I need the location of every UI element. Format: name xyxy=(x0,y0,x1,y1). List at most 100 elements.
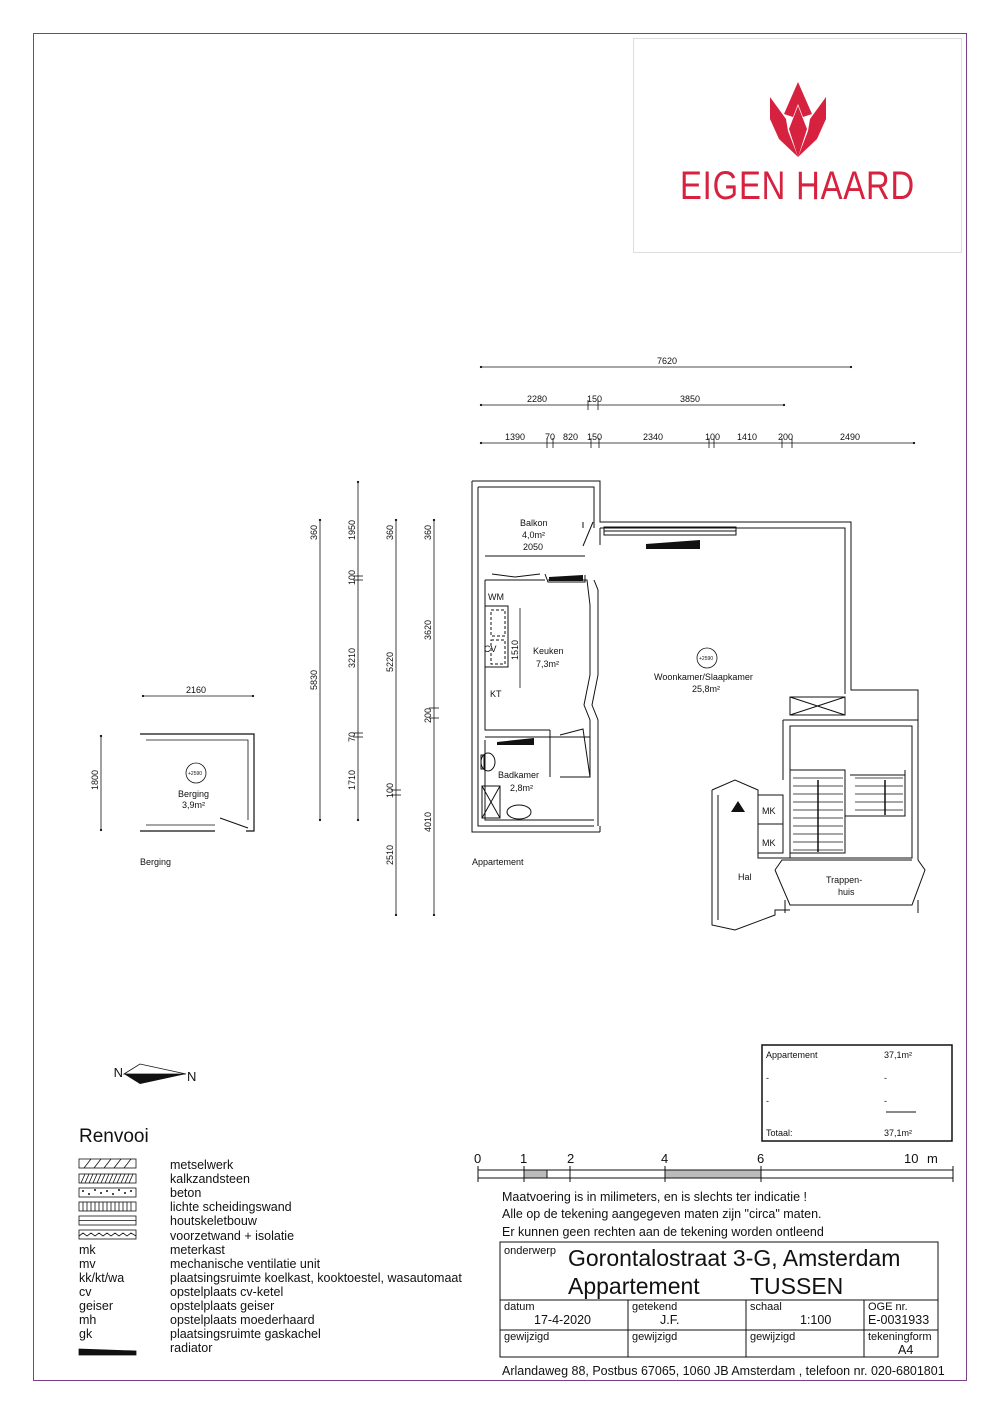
dim-70a: 70 xyxy=(347,732,357,742)
left-dimension-labels: 5830 360 1950 100 3210 70 1710 360 5220 … xyxy=(309,520,433,865)
drawing-sheet-border xyxy=(33,33,967,1381)
scale-2: 2 xyxy=(567,1151,574,1166)
label-cv: CV xyxy=(484,644,497,654)
project-variant: TUSSEN xyxy=(750,1273,844,1299)
datum-label: datum xyxy=(504,1301,535,1313)
dim-820: 820 xyxy=(563,432,578,442)
tekeningform-label: tekeningform xyxy=(868,1331,932,1343)
berging-plan xyxy=(99,694,255,832)
legend-description: voorzetwand + isolatie xyxy=(170,1228,295,1243)
tekeningform-value: A4 xyxy=(898,1343,914,1357)
oge-value: E-0031933 xyxy=(868,1313,930,1327)
label-mk-1: MK xyxy=(762,806,776,816)
brand-logo-box: EIGEN HAARD xyxy=(633,38,962,253)
legend-description: beton xyxy=(170,1186,202,1201)
area-row-3-label: - xyxy=(766,1096,769,1106)
apartment-walls xyxy=(471,480,926,931)
legend-description: meterkast xyxy=(170,1242,225,1257)
legend-description: houtskeletbouw xyxy=(170,1214,257,1229)
dim-2050: 2050 xyxy=(523,542,543,552)
room-berging-area: 3,9m² xyxy=(182,800,205,810)
dim-150b: 150 xyxy=(587,432,602,442)
label-mk-2: MK xyxy=(762,838,776,848)
scale-unit: m xyxy=(927,1151,938,1166)
legend-description: metselwerk xyxy=(170,1158,234,1172)
gewijzigd-label-2: gewijzigd xyxy=(632,1331,678,1343)
dim-100a: 100 xyxy=(347,570,357,585)
dim-360b: 360 xyxy=(385,525,395,540)
legend-code: cv xyxy=(79,1284,92,1299)
area-row-3-value: - xyxy=(884,1096,887,1106)
area-total-label: Totaal: xyxy=(766,1128,793,1138)
onderwerp-label: onderwerp xyxy=(504,1245,556,1257)
dim-2280: 2280 xyxy=(527,394,547,404)
legend-code: kk/kt/wa xyxy=(79,1270,125,1285)
dim-200: 200 xyxy=(778,432,793,442)
compass-rose: N N xyxy=(114,1063,196,1084)
label-trappenhuis-2: huis xyxy=(838,887,855,897)
scale-0: 0 xyxy=(474,1151,481,1166)
legend-description: kalkzandsteen xyxy=(170,1172,250,1187)
dim-1950: 1950 xyxy=(347,520,357,540)
oge-label: OGE nr. xyxy=(868,1301,908,1313)
legend-description: opstelplaats geiser xyxy=(170,1299,275,1313)
company-address-footer: Arlandaweg 88, Postbus 67065, 1060 JB Am… xyxy=(502,1364,945,1378)
note-2: Alle op de tekening aangegeven maten zij… xyxy=(502,1207,822,1221)
level-berging: +2590 xyxy=(188,771,202,777)
room-keuken-name: Keuken xyxy=(533,646,564,656)
dim-3850: 3850 xyxy=(680,394,700,404)
top-dimension-labels: 7620 2280 150 3850 1390 70 820 150 2340 … xyxy=(505,356,860,442)
top-dimension-lines xyxy=(479,365,916,448)
title-block-grid xyxy=(499,1241,939,1358)
legend-code: mk xyxy=(79,1242,96,1257)
legend-description: radiator xyxy=(170,1341,213,1356)
dim-1510: 1510 xyxy=(510,640,520,660)
legend-description: opstelplaats cv-ketel xyxy=(170,1284,284,1299)
legend-code: gk xyxy=(79,1327,93,1342)
scale-bar xyxy=(477,1166,954,1182)
gewijzigd-label-3: gewijzigd xyxy=(750,1331,796,1343)
dim-150: 150 xyxy=(587,394,602,404)
brand-flame-icon xyxy=(770,82,826,157)
room-woonkamer-area: 25,8m² xyxy=(692,684,720,694)
dim-100b: 100 xyxy=(385,783,395,798)
area-table: Appartement 37,1m² - - - - Totaal: 37,1m… xyxy=(761,1044,953,1142)
legend-title: Renvooi xyxy=(79,1126,149,1147)
dim-70: 70 xyxy=(545,432,555,442)
legend-code: mh xyxy=(79,1313,97,1328)
dim-5220: 5220 xyxy=(385,652,395,672)
label-hal: Hal xyxy=(738,872,752,882)
dim-2160: 2160 xyxy=(186,685,206,695)
dim-200a: 200 xyxy=(423,708,433,723)
legend-description: plaatsingsruimte koelkast, kooktoestel, … xyxy=(170,1270,462,1285)
compass-north-mirrored: N xyxy=(114,1065,123,1080)
dim-4010: 4010 xyxy=(423,812,433,832)
dim-360a: 360 xyxy=(309,525,319,540)
legend-description: mechanische ventilatie unit xyxy=(170,1256,321,1271)
area-row-1-label: Appartement xyxy=(766,1050,818,1060)
area-row-2-value: - xyxy=(884,1073,887,1083)
dim-3210: 3210 xyxy=(347,648,357,668)
dim-1800: 1800 xyxy=(90,770,100,790)
room-balkon-area: 4,0m² xyxy=(522,530,545,540)
dim-2340: 2340 xyxy=(643,432,663,442)
room-woonkamer-name: Woonkamer/Slaapkamer xyxy=(654,672,753,682)
dim-2490: 2490 xyxy=(840,432,860,442)
schaal-label: schaal xyxy=(750,1301,782,1313)
room-badkamer-name: Badkamer xyxy=(498,770,539,780)
dim-100: 100 xyxy=(705,432,720,442)
scale-4: 4 xyxy=(661,1151,668,1166)
legend-swatches xyxy=(78,1158,137,1356)
berging-labels: 2160 1800 +2590 Berging 3,9m² Berging xyxy=(90,685,209,867)
dim-1390: 1390 xyxy=(505,432,525,442)
getekend-value: J.F. xyxy=(660,1313,680,1327)
room-balkon-name: Balkon xyxy=(520,518,548,528)
dim-5830: 5830 xyxy=(309,670,319,690)
scale-10: 10 xyxy=(904,1151,918,1166)
room-keuken-area: 7,3m² xyxy=(536,659,559,669)
label-wm: WM xyxy=(488,592,504,602)
section-appartement-label: Appartement xyxy=(472,857,524,867)
dim-1710: 1710 xyxy=(347,770,357,790)
gewijzigd-label-1: gewijzigd xyxy=(504,1331,550,1343)
label-kt: KT xyxy=(490,689,502,699)
